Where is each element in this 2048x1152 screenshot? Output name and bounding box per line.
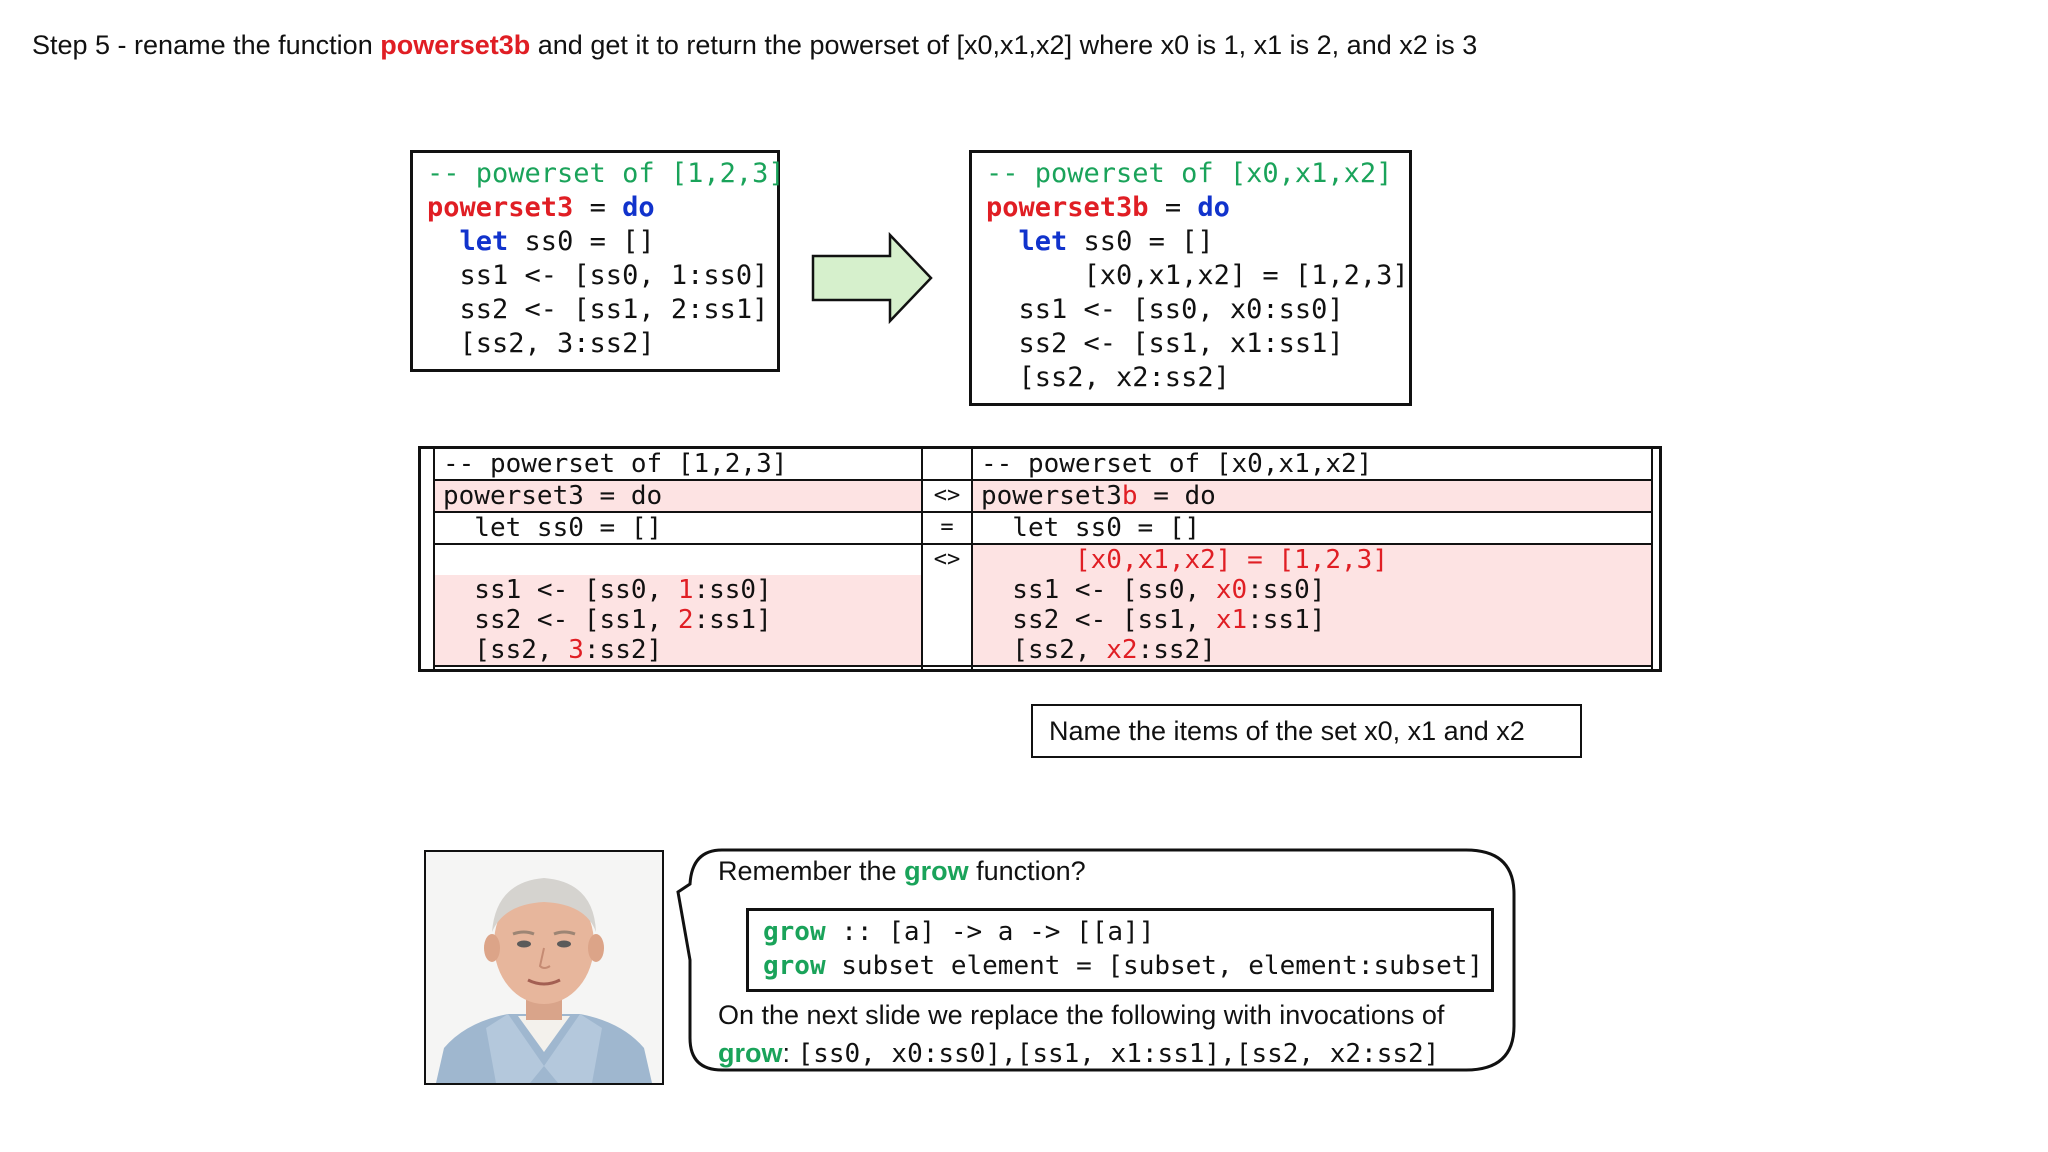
right-arrow-icon [811,232,933,324]
bubble-line1-a: Remember the [718,856,905,886]
right-code-bind-line: [x0,x1,x2] = [1,2,3] [986,260,1409,291]
diff-left-ss1-line: ss1 <- [ss0, 1:ss0] [435,575,921,605]
left-code-ss1-line: ss1 <- [ss0, 1:ss0] [427,260,769,291]
left-fn-name: powerset3 [427,192,574,223]
right-code-ss2-line: ss2 <- [ss1, x1:ss1] [986,328,1344,359]
diff-left-ss2-line: ss2 <- [ss1, 2:ss1] [435,605,921,635]
right-code-box: -- powerset of [x0,x1,x2] powerset3b = d… [969,150,1412,406]
bubble-line-3: grow: [ss0, x0:ss0],[ss1, x1:ss1],[ss2, … [718,1038,1439,1069]
diff-left-ss2-b: 2 [677,605,694,635]
right-code-let-line: let ss0 = [] [986,225,1395,259]
right-let-keyword: let [1018,226,1068,257]
diff-left-column: -- powerset of [1,2,3] powerset3 = do le… [435,449,921,669]
bubble-line1-b: function? [968,856,1086,886]
bubble-line-1: Remember the grow function? [718,856,1086,887]
left-code-box: -- powerset of [1,2,3] powerset3 = do le… [410,150,785,372]
diff-left-ss2-a: ss2 <- [ss1, [443,605,678,635]
diff-left-comment: -- powerset of [1,2,3] [443,449,788,479]
diff-divider-2 [435,511,1651,513]
left-eq: = [573,192,623,223]
diff-left-ss1-b: 1 [677,575,694,605]
left-code-let-line: let ss0 = [] [427,225,763,259]
right-code-comment: -- powerset of [x0,x1,x2] [986,158,1393,189]
diff-vline-right [971,449,973,669]
title-prefix: Step 5 - rename the function [32,30,381,60]
note-box: Name the items of the set x0, x1 and x2 [1031,704,1582,758]
diff-divider-1 [435,479,1651,481]
diff-right-result-line: [ss2, x2:ss2] [973,635,1651,665]
bubble-line3-code: [ss0, x0:ss0],[ss1, x1:ss1],[ss2, x2:ss2… [797,1039,1440,1069]
diff-marker-changed: <> [933,483,961,508]
title-suffix: and get it to return the powerset of [x0… [530,30,1478,60]
presenter-photo [424,850,664,1085]
diff-right-fn-line: powerset3b = do [973,481,1651,511]
slide-title: Step 5 - rename the function powerset3b … [32,30,1477,61]
left-code-ss2-line: ss2 <- [ss1, 2:ss1] [427,294,769,325]
diff-right-ss2-a: ss2 <- [ss1, [981,605,1216,635]
diff-right-column: -- powerset of [x0,x1,x2] powerset3b = d… [973,449,1651,669]
diff-left-ss1-c: :ss0] [693,575,772,605]
diff-left-blank-row [435,545,921,575]
grow-code-box: grow :: [a] -> a -> [[a]] grow subset el… [746,908,1494,992]
grow-def-name: grow [763,951,826,981]
right-code-result-line: [ss2, x2:ss2] [986,362,1230,393]
grow-sig-rest: :: [a] -> a -> [[a]] [825,917,1155,947]
diff-right-let-line: let ss0 = [] [981,513,1201,543]
diff-left-result-line: [ss2, 3:ss2] [435,635,921,665]
diff-marker-equal: = [940,515,954,540]
presenter-image [426,852,662,1083]
grow-def-rest: subset element = [subset, element:subset… [825,951,1484,981]
diff-right-comment: -- powerset of [x0,x1,x2] [981,449,1373,479]
right-let-rest: ss0 = [] [1067,226,1214,257]
diff-right-ss1-b: x0 [1215,575,1248,605]
left-let-rest: ss0 = [] [508,226,655,257]
diff-divider-bottom [435,665,1651,667]
grow-sig-name: grow [763,917,826,947]
left-let-keyword: let [459,226,509,257]
diff-left-res-c: :ss2] [583,635,663,665]
grow-definition-line: grow subset element = [subset, element:s… [763,949,1483,983]
bubble-line1-grow: grow [904,856,969,886]
right-code-fn-line: powerset3b = do [986,191,1395,225]
left-code-fn-line: powerset3 = do [427,191,763,225]
diff-right-fn-b: b [1121,481,1138,511]
diff-right-ss2-c: :ss1] [1247,605,1326,635]
diff-left-res-a: [ss2, [443,635,569,665]
right-fn-name: powerset3b [986,192,1149,223]
right-code-ss1-line: ss1 <- [ss0, x0:ss0] [986,294,1344,325]
right-eq: = [1148,192,1198,223]
diff-divider-3 [435,543,1651,545]
diff-right-ss1-a: ss1 <- [ss0, [981,575,1216,605]
diff-right-res-c: :ss2] [1137,635,1216,665]
diff-right-res-b: x2 [1106,635,1138,665]
diff-right-res-a: [ss2, [981,635,1107,665]
diff-left-let-line: let ss0 = [] [443,513,663,543]
speech-bubble-outline [676,848,1516,1072]
diff-right-ss1-line: ss1 <- [ss0, x0:ss0] [973,575,1651,605]
diff-table: -- powerset of [1,2,3] powerset3 = do le… [418,446,1662,672]
diff-left-fn-line: powerset3 = do [435,481,921,511]
diff-vline-left [921,449,923,669]
diff-marker-changed-block: <> [933,547,961,572]
diff-left-ss2-c: :ss1] [693,605,772,635]
left-code-result-line: [ss2, 3:ss2] [427,328,655,359]
grow-signature-line: grow :: [a] -> a -> [[a]] [763,915,1477,949]
bubble-line-2: On the next slide we replace the followi… [718,1000,1445,1030]
diff-right-bind-line: [x0,x1,x2] = [1,2,3] [973,545,1651,575]
diff-right-ss2-b: x1 [1215,605,1248,635]
diff-right-ss2-line: ss2 <- [ss1, x1:ss1] [973,605,1651,635]
bubble-line3-grow: grow [718,1038,783,1068]
diff-inner: -- powerset of [1,2,3] powerset3 = do le… [433,449,1653,669]
left-do-keyword: do [622,192,655,223]
left-code-comment: -- powerset of [1,2,3] [427,158,785,189]
diff-marker-column: <> = <> [923,449,971,669]
right-do-keyword: do [1197,192,1230,223]
diff-right-ss1-c: :ss0] [1247,575,1326,605]
diff-left-res-b: 3 [568,635,584,665]
bubble-line3-colon: : [782,1038,798,1068]
diff-right-fn-c: = do [1137,481,1216,511]
diff-left-ss1-a: ss1 <- [ss0, [443,575,678,605]
diff-right-fn-a: powerset3 [981,481,1122,511]
title-function-name: powerset3b [380,30,531,60]
